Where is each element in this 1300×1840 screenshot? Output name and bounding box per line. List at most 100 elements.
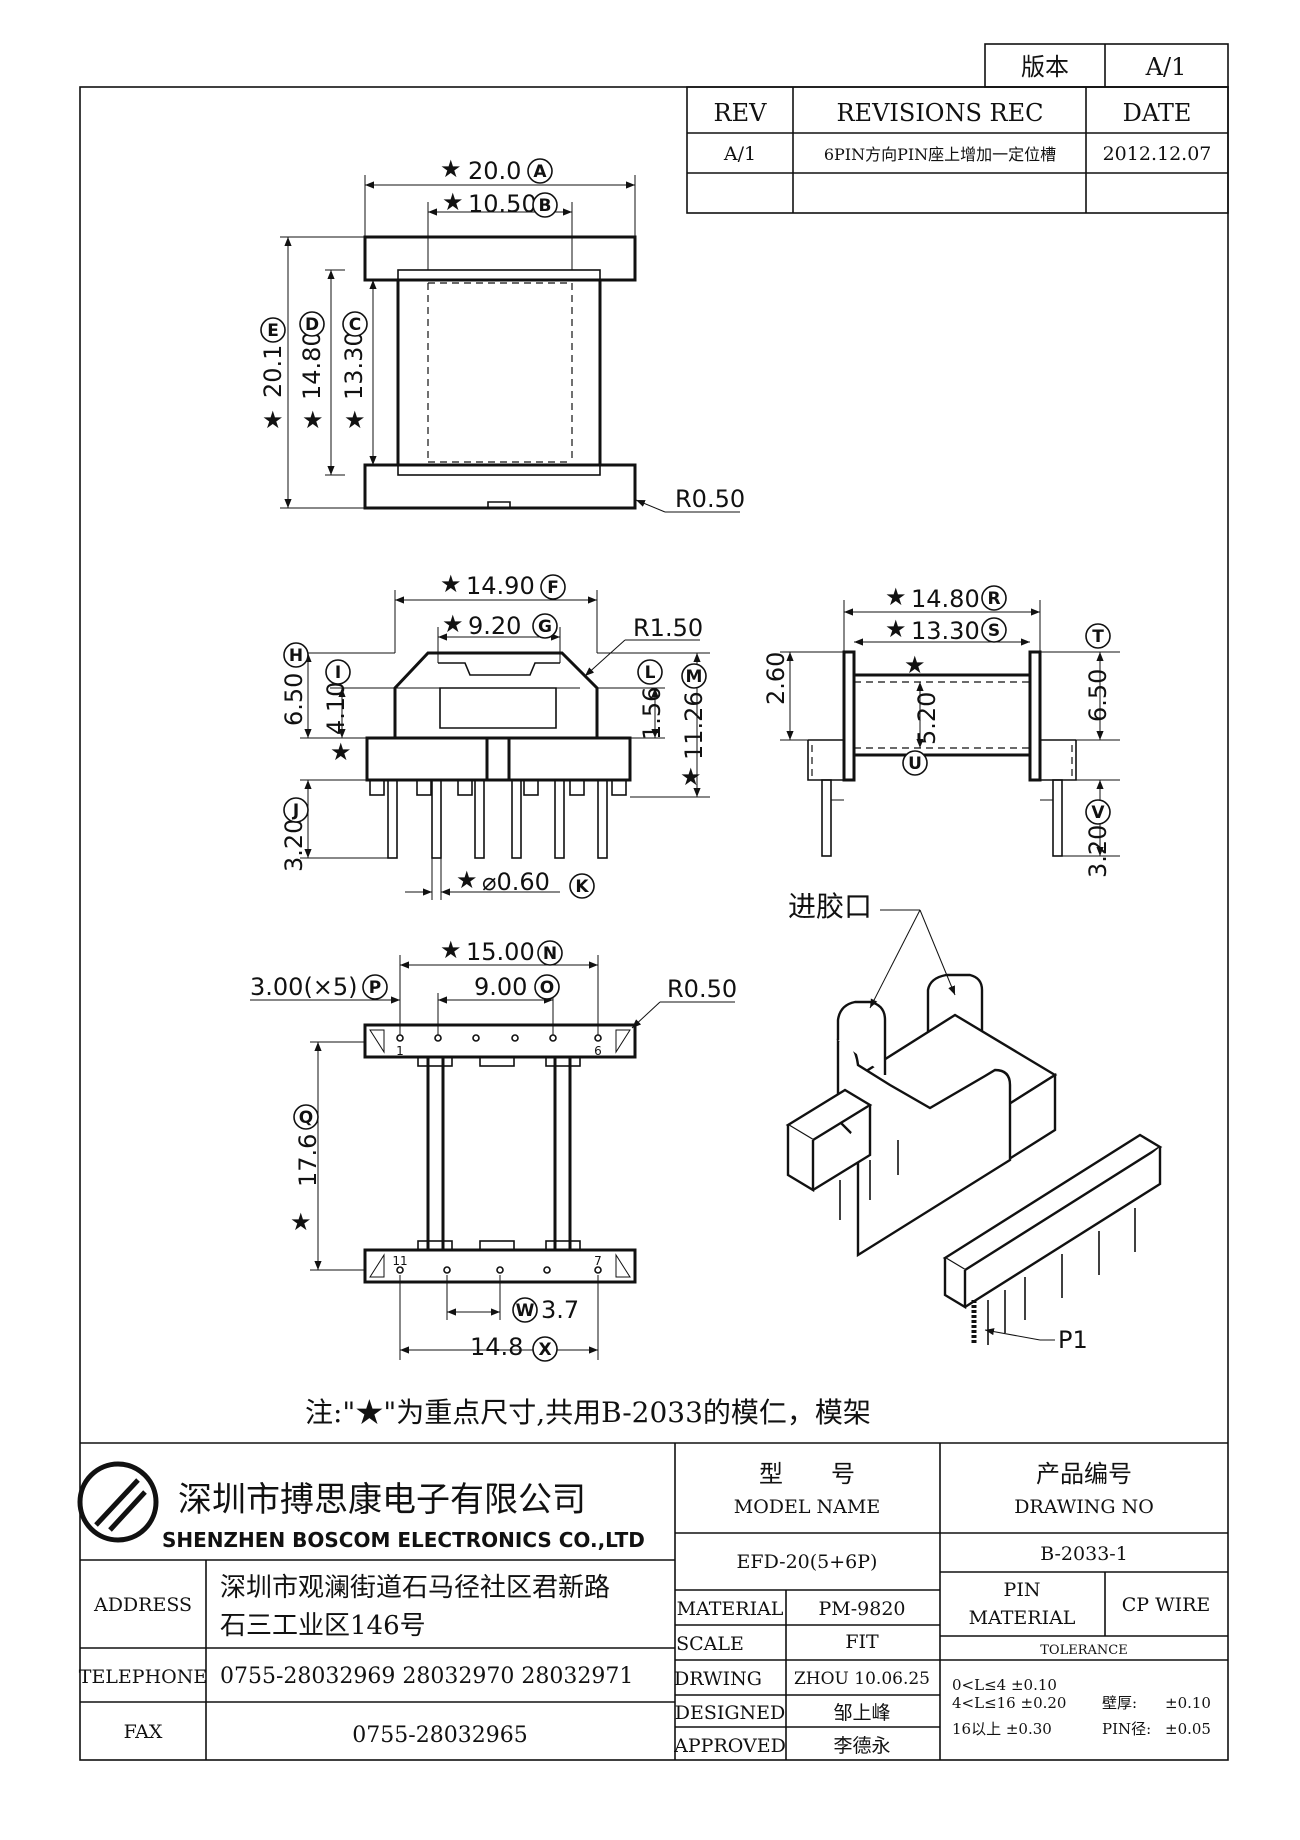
rec-header: REVISIONS REC xyxy=(836,99,1043,127)
svg-text:O: O xyxy=(540,978,554,998)
address-line2: 石三工业区146号 xyxy=(220,1611,426,1641)
dim-e-value: 20.1 xyxy=(259,345,287,398)
tolerance-line-1: 0<L≤4 ±0.10 xyxy=(952,1676,1057,1694)
dim-s-value: 13.30 xyxy=(911,617,980,645)
dim-k-value: ⌀0.60 xyxy=(482,868,550,896)
svg-text:P: P xyxy=(369,978,381,998)
version-box: 版本 A/1 xyxy=(984,43,1229,88)
tolerance-label: TOLERANCE xyxy=(1040,1643,1127,1658)
bottom-radius: R0.50 xyxy=(667,975,737,1003)
model-label-en: MODEL NAME xyxy=(734,1496,880,1518)
svg-text:★: ★ xyxy=(440,936,462,964)
dim-r-value: 14.80 xyxy=(911,585,980,613)
svg-text:R: R xyxy=(987,589,1000,609)
address-line1: 深圳市观澜街道石马径社区君新路 xyxy=(220,1573,610,1603)
wall-label: 壁厚: xyxy=(1102,1694,1137,1712)
drawing-frame xyxy=(79,86,1229,1761)
address-label: ADDRESS xyxy=(93,1594,192,1616)
bottom-view: 1 6 11 7 ★ 15.00 N 9.00 O 3.00(×5) P R0.… xyxy=(250,936,737,1362)
svg-text:J: J xyxy=(292,801,299,821)
svg-text:★: ★ xyxy=(440,570,462,598)
svg-text:★: ★ xyxy=(885,583,907,611)
tolerance-line-2: 4<L≤16 ±0.20 xyxy=(952,1694,1066,1712)
svg-text:★: ★ xyxy=(904,651,926,679)
telephone-value: 0755-28032969 28032970 28032971 xyxy=(220,1664,633,1689)
svg-text:★: ★ xyxy=(885,615,907,643)
svg-text:★: ★ xyxy=(344,406,366,434)
drawing-label-cn: 产品编号 xyxy=(1036,1460,1132,1488)
svg-text:★: ★ xyxy=(680,763,702,791)
svg-text:M: M xyxy=(686,667,703,687)
model-label-cn: 型 号 xyxy=(759,1460,855,1488)
svg-text:★: ★ xyxy=(440,155,462,183)
dim-l-value: 1.56 xyxy=(638,687,666,740)
svg-text:B: B xyxy=(539,196,552,216)
revisions-table: REV REVISIONS REC DATE A/1 6PIN方向PIN座上增加… xyxy=(686,86,1229,214)
dim-b-value: 10.50 xyxy=(468,190,537,218)
pin-label-7: 7 xyxy=(594,1254,602,1268)
rev-header: REV xyxy=(714,99,768,127)
dim-side-left-value: 2.60 xyxy=(762,652,790,705)
svg-text:T: T xyxy=(1092,627,1104,647)
dim-a-value: 20.0 xyxy=(468,157,521,185)
title-block: 深圳市搏思康电子有限公司 SHENZHEN BOSCOM ELECTRONICS… xyxy=(77,1442,1228,1760)
fax-label: FAX xyxy=(124,1721,163,1743)
drawing-no-value: B-2033-1 xyxy=(1040,1543,1128,1565)
svg-text:★: ★ xyxy=(456,866,478,894)
svg-text:S: S xyxy=(988,621,1000,641)
svg-text:★: ★ xyxy=(262,406,284,434)
front-view: ★ 14.90 F ★ 9.20 G R1.50 6.50 H 4.10 I ★ xyxy=(280,570,710,900)
fax-value: 0755-28032965 xyxy=(352,1723,527,1748)
approved-label: APPROVED xyxy=(673,1735,786,1757)
company-name-en: SHENZHEN BOSCOM ELECTRONICS CO.,LTD xyxy=(162,1528,645,1552)
svg-text:★: ★ xyxy=(330,738,352,766)
svg-text:G: G xyxy=(538,617,552,637)
material-value: PM-9820 xyxy=(818,1598,905,1620)
svg-text:★: ★ xyxy=(442,610,464,638)
model-value: EFD-20(5+6P) xyxy=(737,1551,878,1573)
dim-t-value: 6.50 xyxy=(1084,669,1112,722)
dim-o-value: 9.00 xyxy=(474,973,527,1001)
gate-label: 进胶口 xyxy=(788,890,872,923)
pin-label-11: 11 xyxy=(392,1254,407,1268)
svg-text:E: E xyxy=(267,321,279,341)
iso-view: 进胶口 P1 xyxy=(785,890,1163,1354)
date-header: DATE xyxy=(1123,99,1192,127)
dim-q-value: 17.6 xyxy=(294,1134,322,1187)
side-view: ★ 14.80 R ★ 13.30 S ★ 5.20 U 2.60 6.50 T xyxy=(762,583,1120,878)
svg-text:U: U xyxy=(908,754,922,774)
svg-text:W: W xyxy=(516,1301,535,1321)
dim-j-value: 3.20 xyxy=(280,819,308,872)
dim-n-value: 15.00 xyxy=(466,938,535,966)
wall-tol: ±0.10 xyxy=(1165,1694,1211,1712)
dim-x-value: 14.8 xyxy=(470,1333,523,1361)
dim-p-value: 3.00(×5) xyxy=(250,973,358,1001)
pin-label-1: 1 xyxy=(396,1044,404,1058)
top-radius: R0.50 xyxy=(675,485,745,513)
svg-text:A: A xyxy=(533,162,547,182)
svg-text:N: N xyxy=(543,944,557,964)
telephone-label: TELEPHONE xyxy=(79,1666,207,1688)
designed-value: 邹上峰 xyxy=(833,1702,890,1724)
note: 注:"★"为重点尺寸,共用B-2033的模仁，模架 xyxy=(305,1396,871,1429)
dim-f-value: 14.90 xyxy=(466,572,535,600)
p1-label: P1 xyxy=(1058,1326,1088,1354)
svg-text:C: C xyxy=(349,315,361,335)
svg-text:★: ★ xyxy=(290,1208,312,1236)
front-radius: R1.50 xyxy=(633,614,703,642)
svg-text:H: H xyxy=(289,646,303,666)
drawing-label-en: DRAWING NO xyxy=(1014,1496,1154,1518)
svg-text:I: I xyxy=(335,663,341,683)
approved-value: 李德永 xyxy=(833,1735,890,1757)
company-logo xyxy=(77,1461,159,1543)
dim-w-value: 3.7 xyxy=(541,1296,579,1324)
dim-g-value: 9.20 xyxy=(468,612,521,640)
pin-material-label: PIN xyxy=(1004,1579,1041,1601)
pin-material-label-2: MATERIAL xyxy=(969,1607,1076,1629)
version-value: A/1 xyxy=(1145,53,1187,81)
svg-text:★: ★ xyxy=(302,406,324,434)
scale-value: FIT xyxy=(845,1631,879,1653)
pin-label-6: 6 xyxy=(594,1044,602,1058)
tolerance-line-3: 16以上 ±0.30 xyxy=(952,1720,1052,1738)
